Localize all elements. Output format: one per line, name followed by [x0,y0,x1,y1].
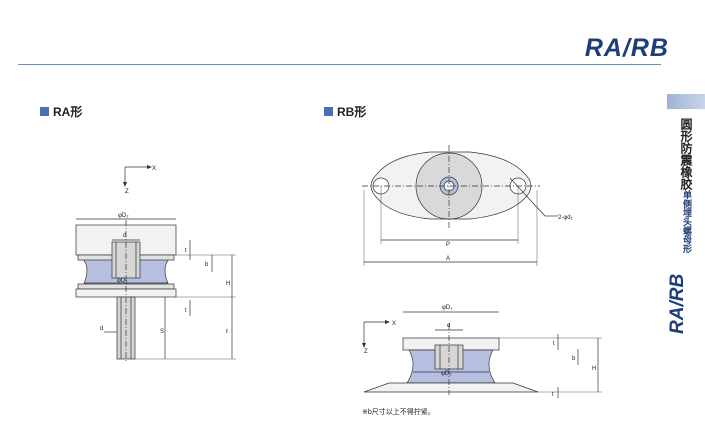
footnote: ※b尺寸以上不得拧紧。 [362,409,435,416]
ra-l-label: ℓ [226,328,228,335]
rb-p-label: P [446,242,450,248]
rb-side-view [362,311,602,398]
ra-drawing [75,165,236,362]
rb-b-label: b [572,356,576,362]
side-category: 圆形防震橡胶 [679,118,693,190]
header-rule [18,64,661,65]
section-ra: RA形 [40,103,82,120]
section-rb: RB形 [324,103,366,120]
ra-x-axis-label: X [152,166,156,172]
section-rb-label: RB形 [337,105,367,119]
ra-d-label: d [123,233,126,239]
section-marker-icon [40,107,49,116]
rb-d2-label: φD₂ [441,371,452,377]
section-ra-label: RA形 [53,105,83,119]
rb-d1-label: φD₁ [442,305,452,311]
rb-t-label: t [553,341,555,347]
side-tab [667,94,705,109]
side-subcategory: 单侧埋头螺母形 [682,190,692,253]
section-marker-icon [324,107,333,116]
ra-z-axis-label: Z [125,189,129,195]
ra-t-label: t [185,248,187,254]
rb-holes-label: 2-φd₁ [558,215,573,221]
rb-x-axis-label: X [392,321,396,327]
ra-h-label: H [226,281,230,287]
rb-top-view [362,145,558,266]
ra-t2-label: t [185,308,187,314]
ra-d2-inner-label: φD₂ [117,278,128,284]
rb-h-label: H [592,366,596,372]
ra-b-label: b [205,262,209,268]
rb-z-axis-label: Z [364,349,368,355]
rb-d-label: d [447,323,450,329]
ra-s-label: S [160,329,164,335]
rb-a-label: A [446,256,450,262]
ra-stud-d-label: d [100,326,103,332]
ra-d2-label: φD₂ [118,213,129,219]
rb-t2-label: t [552,392,554,398]
page-title: RA/RB [584,34,669,62]
